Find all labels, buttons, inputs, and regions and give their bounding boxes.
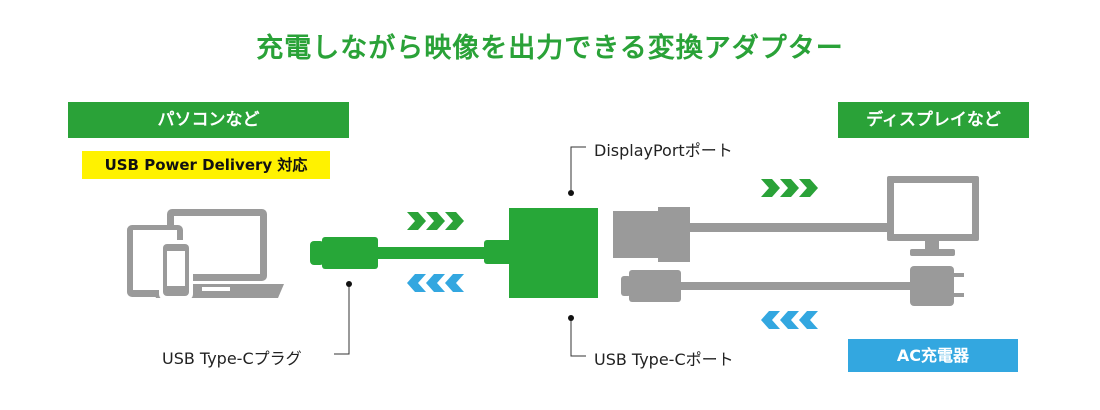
displayport-dot — [568, 190, 574, 196]
displayport-cable-icon — [613, 207, 888, 262]
typec-port-label: USB Type-Cポート — [594, 350, 734, 369]
power-arrow-right-icon — [761, 311, 818, 329]
adapter-icon — [509, 208, 598, 298]
typec-port-dot — [568, 315, 574, 321]
pc-banner: パソコンなど — [68, 102, 349, 138]
leader-lines — [334, 146, 586, 357]
ac-charger-icon — [910, 266, 964, 306]
page-title: 充電しながら映像を出力できる変換アダプター — [256, 33, 844, 64]
power-delivery-badge: USB Power Delivery 対応 — [82, 151, 330, 179]
power-arrow-left-icon — [407, 274, 464, 292]
typec-plug-icon — [310, 237, 514, 269]
display-banner: ディスプレイなど — [838, 102, 1029, 138]
pc-devices — [127, 209, 284, 300]
typec-plug-label: USB Type-Cプラグ — [162, 349, 302, 368]
displayport-port-label: DisplayPortポート — [594, 141, 733, 160]
typec-charge-cable-icon — [621, 270, 912, 302]
typec-plug-dot — [346, 281, 352, 287]
monitor-icon — [887, 176, 979, 256]
smartphone-icon — [159, 240, 193, 300]
video-arrow-right-icon — [761, 179, 818, 197]
ac-charger-badge: AC充電器 — [848, 339, 1018, 372]
video-arrow-left-icon — [407, 212, 464, 230]
